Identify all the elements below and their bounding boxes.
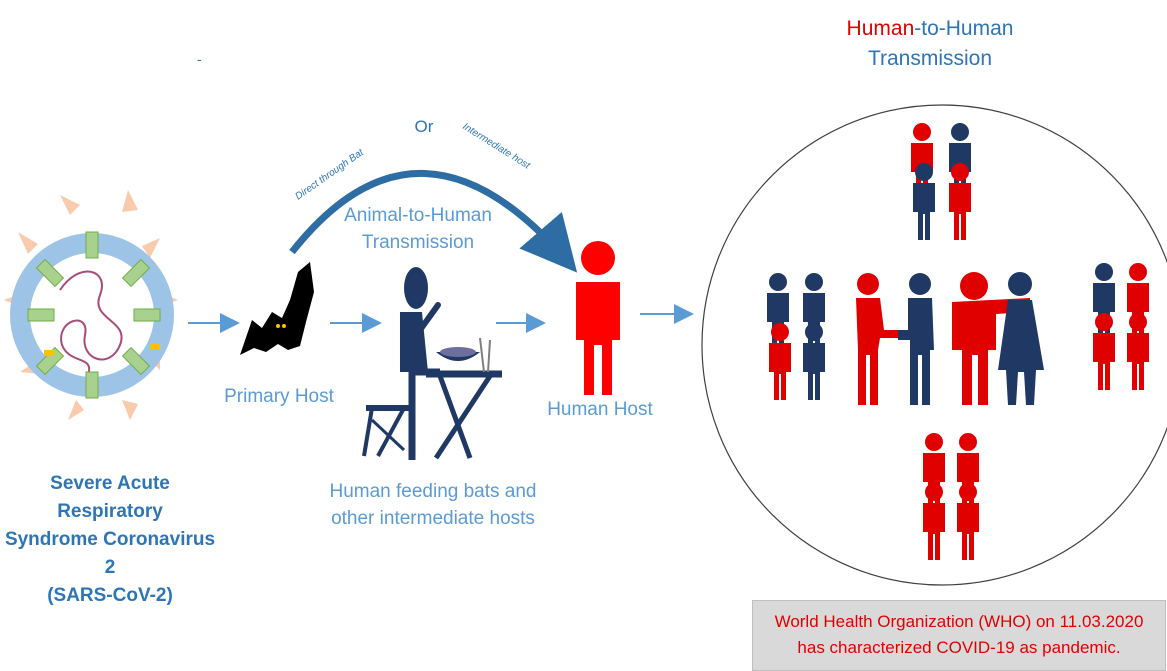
embracing-people-icon <box>952 272 1044 405</box>
intermediate-host-label: Intermediate host <box>460 121 532 172</box>
crowd-left <box>767 273 825 400</box>
dash-mark: - <box>197 51 202 67</box>
animal-to-human-line1: Animal-to-Human <box>344 205 492 226</box>
handshake-people-icon <box>856 273 934 405</box>
virus-name: Severe Acute Respiratory Syndrome Corona… <box>0 470 220 610</box>
animal-to-human-line2: Transmission <box>361 232 475 253</box>
crowd-bottom <box>923 433 979 560</box>
who-note-line2: has characterized COVID-19 as pandemic. <box>797 638 1121 657</box>
who-pandemic-note: World Health Organization (WHO) on 11.03… <box>752 600 1166 671</box>
feeding-caption-line2: other intermediate hosts <box>331 508 535 529</box>
or-label: Or <box>415 117 434 136</box>
human-to-human-title: Human-to-Human Transmission <box>820 14 1040 74</box>
human-to-human-line2: Transmission <box>867 47 993 70</box>
flow-arrows <box>188 304 694 333</box>
virus-name-line3: (SARS-CoV-2) <box>47 585 173 606</box>
feeding-caption-line1: Human feeding bats and <box>329 481 537 502</box>
crowd-right <box>1093 263 1149 390</box>
virus-spike-proteins <box>27 231 161 399</box>
animal-to-human-title: Animal-to-Human Transmission <box>328 202 508 256</box>
person-eating-icon <box>362 267 502 460</box>
human-host-label: Human Host <box>547 399 653 420</box>
human-to-human-red: Human <box>846 17 915 40</box>
bat-to-human-arc <box>289 170 578 273</box>
virus-name-line1: Severe Acute Respiratory <box>50 473 170 522</box>
virus-name-line2: Syndrome Coronavirus 2 <box>4 529 216 578</box>
human-to-human-rest: -to-Human <box>914 17 1014 40</box>
coronavirus-illustration <box>4 190 178 420</box>
human-to-human-circle <box>701 104 1167 586</box>
crowd-top <box>911 123 971 240</box>
bat-icon <box>240 262 314 355</box>
primary-host-label: Primary Host <box>224 386 334 407</box>
who-note-line1: World Health Organization (WHO) on 11.03… <box>774 612 1144 631</box>
human-host-icon <box>576 241 620 395</box>
rna-strand <box>59 270 123 376</box>
feeding-caption: Human feeding bats and other intermediat… <box>318 478 548 532</box>
